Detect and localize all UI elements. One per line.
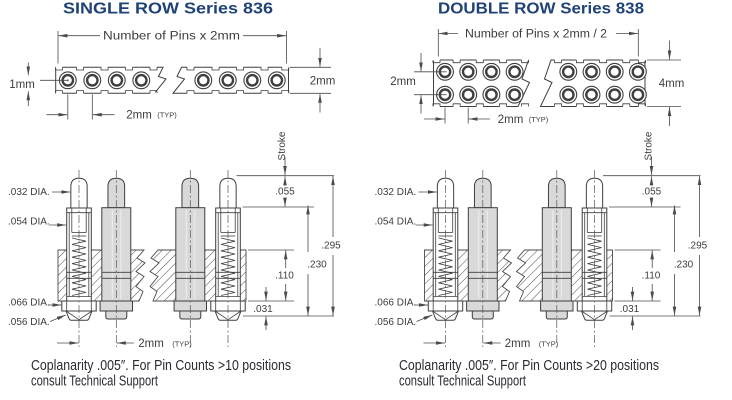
dim-295-label: .295: [688, 241, 708, 252]
length-dim-label: Number of Pins x 2mm / 2: [465, 28, 607, 40]
body-height-label: 2mm: [310, 76, 336, 88]
side-pitch-label: 2mm: [505, 338, 531, 350]
dim-230-label: .230: [674, 260, 694, 271]
left-note-line2: consult Technical Support: [31, 372, 159, 389]
side-pitch-typ-label: (TYP): [172, 340, 192, 349]
side-pitch-typ-label: (TYP): [539, 340, 559, 349]
pitch-typ-label: (TYP): [529, 115, 549, 124]
right-side-view-labels: .032 DIA. .054 DIA. .066 DIA. .056 DIA. …: [375, 131, 708, 350]
dim-031-label: .031: [620, 304, 640, 315]
pin-offset-label: 1mm: [9, 79, 35, 91]
left-title: SINGLE ROW Series 836: [63, 1, 273, 18]
dia-054-label: .054 DIA.: [375, 217, 417, 228]
pitch-label: 2mm: [126, 110, 152, 122]
length-dim-label: Number of Pins x 2mm: [103, 31, 240, 43]
dia-066-label: .066 DIA.: [375, 298, 417, 309]
stroke-label: Stroke: [644, 131, 655, 160]
dia-032-label: .032 DIA.: [8, 187, 50, 198]
left-side-view-labels: .032 DIA. .054 DIA. .066 DIA. .056 DIA. …: [8, 131, 341, 350]
pitch-typ-label: (TYP): [157, 111, 177, 120]
pitch-label: 2mm: [498, 114, 524, 126]
dia-056-label: .056 DIA.: [8, 317, 50, 328]
dim-055-label: .055: [275, 187, 295, 198]
dia-056-label: .056 DIA.: [375, 317, 417, 328]
dim-055-label: .055: [642, 187, 662, 198]
dia-032-label: .032 DIA.: [375, 187, 417, 198]
dim-031-label: .031: [253, 304, 273, 315]
right-title: DOUBLE ROW Series 838: [438, 1, 644, 18]
dim-110-label: .110: [275, 271, 294, 282]
left-top-view: Number of Pins x 2mm 2mm 1mm 2mm (TYP): [9, 31, 335, 122]
right-note-line2: consult Technical Support: [399, 372, 527, 389]
row-spacing-label: 2mm: [390, 76, 416, 88]
dia-054-label: .054 DIA.: [8, 217, 50, 228]
side-pitch-label: 2mm: [138, 338, 164, 350]
left-note-line1: Coplanarity .005″. For Pin Counts >10 po…: [31, 357, 291, 374]
dim-110-label: .110: [642, 271, 661, 282]
stroke-label: Stroke: [277, 131, 288, 160]
right-top-view: Number of Pins x 2mm / 2 4mm 2mm 2mm (TY…: [390, 28, 684, 126]
dim-295-label: .295: [321, 241, 341, 252]
dim-230-label: .230: [307, 260, 327, 271]
body-height-label: 4mm: [659, 78, 685, 90]
right-note-line1: Coplanarity .005″. For Pin Counts >20 po…: [399, 357, 659, 374]
dia-066-label: .066 DIA.: [8, 298, 50, 309]
